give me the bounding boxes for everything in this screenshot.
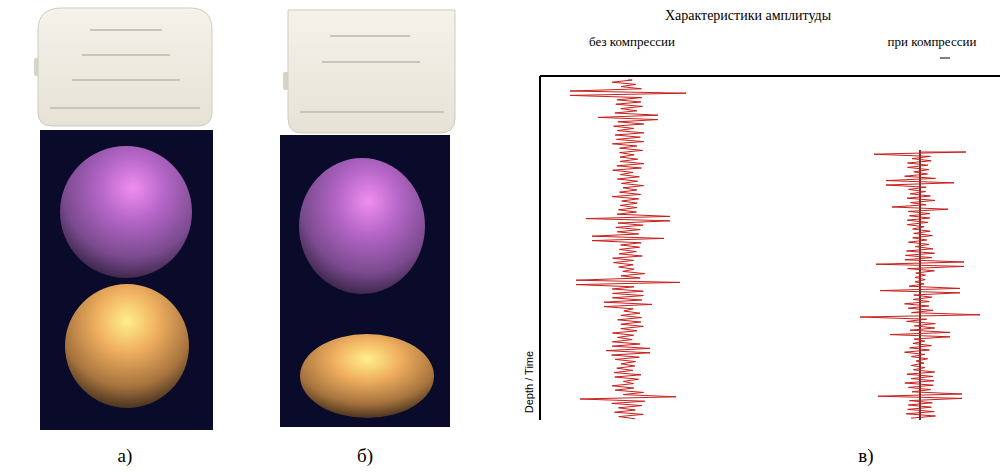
ultrasound-probe <box>288 10 455 133</box>
probe-grooves <box>50 30 200 108</box>
lower-sphere <box>65 284 189 408</box>
upper-sphere <box>60 146 192 278</box>
lower-sphere-compressed <box>300 334 434 418</box>
panel-letter: в) <box>858 446 873 467</box>
tissue-area <box>280 135 450 427</box>
chart-heading: без компрессии <box>589 35 675 49</box>
upper-sphere <box>299 158 425 294</box>
panel-letter: а) <box>118 446 133 467</box>
panel-letter: б) <box>357 446 373 467</box>
probe-grooves <box>300 36 444 112</box>
chart-heading: при компрессии <box>888 35 977 49</box>
ultrasound-probe <box>38 8 212 126</box>
tick-mark <box>940 58 950 59</box>
panel-b <box>280 10 455 427</box>
echo-waveform <box>570 80 686 419</box>
echo-waveform <box>860 152 980 418</box>
chart-heading: Характеристики амплитуды <box>665 8 831 23</box>
panel-a <box>34 8 213 430</box>
axis-label: Depth / Time <box>523 351 535 413</box>
panel-c <box>540 58 1000 420</box>
tissue-area <box>40 130 213 430</box>
chart-axes <box>540 76 1000 420</box>
